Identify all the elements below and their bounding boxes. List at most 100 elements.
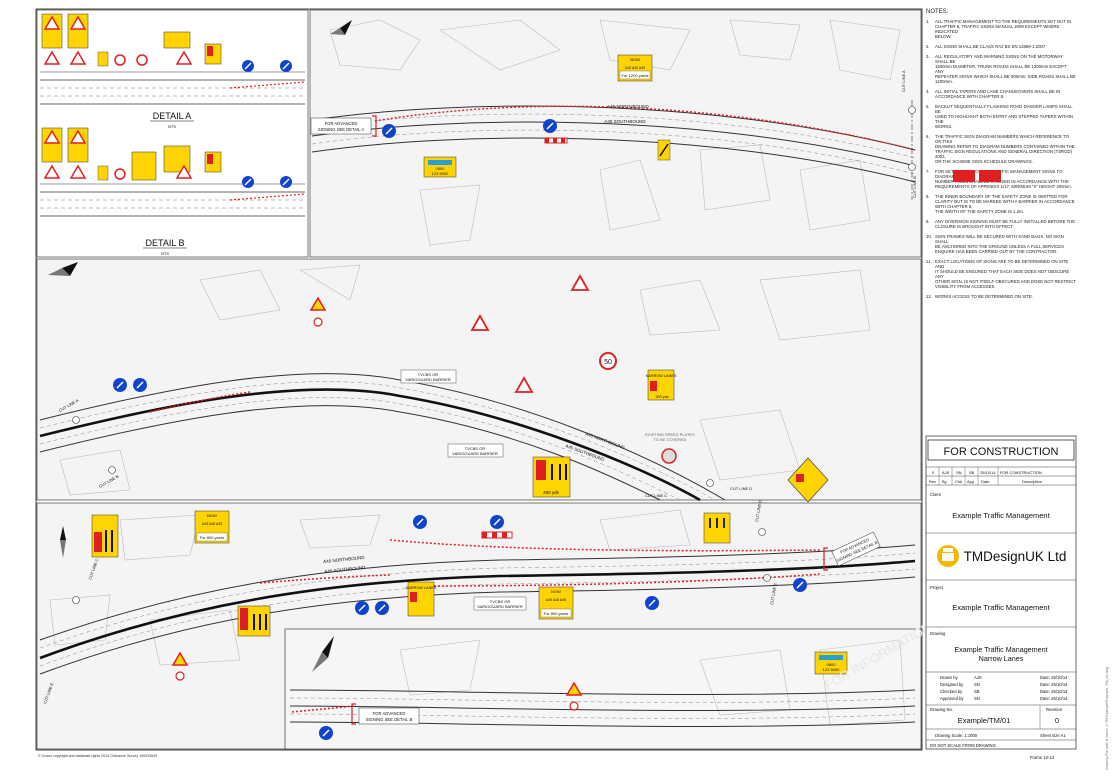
yds-200-label: 200 yds [543,490,560,495]
note-number: 2. [926,44,930,49]
note-number: 1. [926,19,930,24]
barrier-3-line1: TVCBS OR [490,599,511,604]
note-line: BELOW. [935,34,952,39]
note-body: WORKS ACCESS TO BE DETERMINED ON SITE. [935,294,1033,299]
adv-signing-b-line1: FOR ADVANCED [373,711,406,716]
yds-300-label: 300 yds [655,395,668,399]
barrier-label-3: TVCBS OR VARIOGUARD BARRIER [473,596,527,611]
note-line: ANY DIVERSION SIGNING MUST BE FULLY INST… [935,219,1076,224]
detail-b-signs [41,127,292,188]
project-name: Example Traffic Management [952,603,1050,612]
note-body: ALL TRAFFIC MANAGEMENT TO THE REQUIREMEN… [935,19,1076,39]
now-sign-title: NOW [630,57,640,62]
note-item: 1. ALL TRAFFIC MANAGEMENT TO THE REQUIREM… [926,19,1076,39]
now-sign-800-roads: A45 A45 A45 [202,522,222,526]
narrow-lanes-sign-2: NARROW LANES [406,586,437,590]
cut-line-c-label-1: CUT LINE C [645,493,667,498]
existing-speed-note: EXISTING SPEED PLATES TO BE COVERED [645,432,695,442]
drawn-by-date: Date: 25/10/14 [1040,675,1068,680]
note-line: BACKLIT SEQUENTIALLY FLASHING ROAD DANGE… [935,104,1073,114]
drawing-title-line2: Narrow Lanes [979,654,1024,663]
note-line: IT SHOULD BE ENSURED THAT EACH SIDE DOES… [935,269,1070,279]
note-line: WORKS ACCESS TO BE DETERMINED ON SITE. [935,294,1033,299]
now-sign-800b-distance: For 800 yards [544,611,569,616]
rev-by: AJS [942,470,950,475]
side-file-path: Drawing File path & name: c:\TM Example\… [1105,667,1109,770]
rev-chk: SN [956,470,962,475]
approved-by-value: SN [974,696,980,701]
note-line: THE TRAFFIC SIGN DIAGRAM NUMBERS WHICH R… [935,134,1069,144]
adv-signing-a-line1: FOR ADVANCED [325,121,358,126]
now-sign-distance: For 1200 yards [622,73,649,78]
note-body: EXACT LOCATIONS OF SIGNS ARE TO BE DETER… [935,259,1076,289]
note-line: TRAFFIC SIGN REGULATIONS AND GENERAL DIR… [935,149,1073,159]
drawn-by-value: AJS [974,675,982,680]
existing-speed-line1: EXISTING SPEED PLATES [645,432,695,437]
note-number: 7. [926,169,930,174]
rev-value: 0 [932,470,935,475]
note-line: SIGN FRAMES WILL BE SECURED WITH SAND BA… [935,234,1064,244]
do-not-scale: DO NOT SCALE FROM DRAWING [930,743,996,748]
adv-signing-a-line2: SIGNING SEE DETAIL A [318,127,365,132]
speed-50-sign: 50 [604,359,612,366]
note-line: WITH CHAPTER 8. [935,204,973,209]
detail-a-signs [41,13,292,72]
note-line: 1500mm DIAMETER, TRUNK ROADS SHALL BE 12… [935,64,1067,74]
rev-app: SB [969,470,975,475]
note-item: 12.WORKS ACCESS TO BE DETERMINED ON SITE… [926,294,1076,299]
a45-southbound-label-1: A45 SOUTHBOUND [604,119,646,124]
sheet-border [35,8,923,751]
barrier-2-line2: VARIOGUARD BARRIER [452,451,498,456]
note-number: 5. [926,104,930,109]
note-7-sign-examples [953,170,1001,182]
phone-sign-line1: 0800 [436,166,446,171]
note-body: ANY DIVERSION SIGNING MUST BE FULLY INST… [935,219,1075,229]
approved-by-label: Approved by [940,696,964,701]
panel3-signs: NOW A45 A45 A45 For 800 yards NOW A45 A4… [91,510,807,637]
rev-date: 25/10/14 [980,470,996,475]
now-sign-roads: A45 A45 A45 [625,66,645,70]
client-name: Example Traffic Management [952,511,1050,520]
sheet-size: Sheet size A1 [1040,733,1066,738]
cut-line-d-label-1: CUT LINE D [730,486,752,491]
note-body: SIGN FRAMES WILL BE SECURED WITH SAND BA… [935,234,1076,254]
barrier-1-line1: TVCBS OR [418,372,439,377]
map-panel-1 [309,9,922,258]
note-number: 10. [926,234,932,239]
cut-line-b-label-1: CUT LINE B [912,176,917,198]
cut-line-e-label-1: CUT LINE E [769,582,778,605]
approved-by-date: Date: 25/10/14 [1040,696,1068,701]
map-panel-2 [36,258,922,501]
note-item: 2.ALL SIGNS SHALL BE CLASS RA2 BS EN 128… [926,44,1076,49]
revision-label: Revision [1046,707,1063,712]
note-item: 3.ALL REGULATORY AND WARNING SIGNS ON TH… [926,54,1076,84]
detail-a-title: DETAIL A [153,111,192,121]
note-number: 11. [926,259,932,264]
existing-speed-line2: TO BE COVERED [654,437,687,442]
a45-southbound-label-3: A45 SOUTHBOUND [324,565,366,574]
note-line: THE INNER BOUNDARY OF THE SAFETY ZONE IS… [935,194,1068,199]
drawing-number: Example/TM/01 [958,716,1011,725]
note-item: 8. THE INNER BOUNDARY OF THE SAFETY ZONE … [926,194,1076,214]
barrier-2-line1: TVCBS OR [465,446,486,451]
note-number: 8. [926,194,930,199]
detail-a-nts: NTS [168,124,176,129]
adv-signing-a-callout: FOR ADVANCED SIGNING SEE DETAIL A [310,115,377,137]
barrier-1-line2: VARIOGUARD BARRIER [405,377,451,382]
detail-a-road [40,71,306,105]
barrier-3-line2: VARIOGUARD BARRIER [477,604,523,609]
checked-by-date: Date: 25/10/14 [1040,689,1068,694]
note-line: VISIBILITY FROM ACCESSES. [935,284,996,289]
note-item: 10.SIGN FRAMES WILL BE SECURED WITH SAND… [926,234,1076,254]
note-line: THE WIDTH OF THE SAFETY ZONE IS 1.2m. [935,209,1024,214]
drawing-title-line1: Example Traffic Management [954,645,1047,654]
cut-line-a-marker: CUT LINE A CUT LINE B [901,70,917,200]
drawing-scale: Drawing Scale: 1:1000 [935,733,978,738]
detail-b-nts: NTS [161,251,169,256]
cut-line-d-label-2: CUT LINE D [754,499,763,522]
revision-number: 0 [1055,716,1059,725]
note-item: 6.THE TRAFFIC SIGN DIAGRAM NUMBERS WHICH… [926,134,1076,164]
note-item: 5. BACKLIT SEQUENTIALLY FLASHING ROAD DAN… [926,104,1076,129]
